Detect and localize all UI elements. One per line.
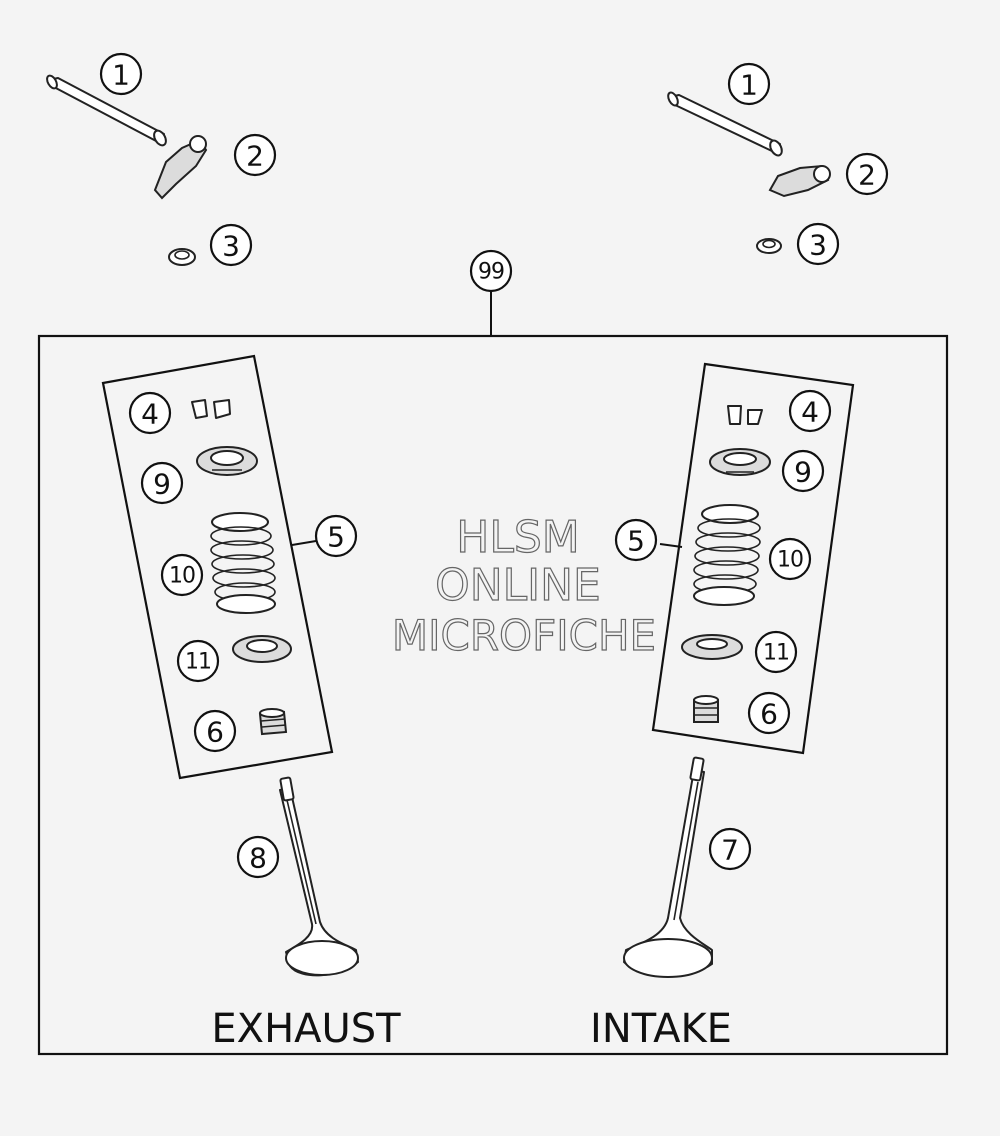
intake-kit-leader — [659, 543, 683, 548]
callout-left-1: 1 — [99, 52, 143, 96]
spring-seat-right-icon — [681, 634, 743, 660]
stem-seal-left-icon — [258, 708, 288, 736]
callout-right-3: 3 — [796, 222, 840, 266]
exhaust-kit-frame — [101, 354, 334, 780]
svg-text:10: 10 — [777, 548, 803, 573]
watermark-line-3: MICROFICHE — [392, 611, 656, 660]
exhaust-valve-icon — [279, 776, 359, 977]
svg-text:7: 7 — [721, 834, 739, 867]
valve-cap-left-icon — [168, 248, 196, 266]
callout-right-11: 11 — [754, 630, 798, 674]
svg-text:11: 11 — [185, 650, 211, 675]
svg-text:2: 2 — [858, 159, 876, 192]
svg-text:1: 1 — [112, 59, 130, 92]
svg-text:1: 1 — [740, 69, 758, 102]
valve-spring-left-icon — [210, 512, 276, 614]
callout-left-9: 9 — [140, 461, 184, 505]
callout-left-10: 10 — [160, 553, 204, 597]
stem-seal-right-icon — [693, 695, 719, 723]
watermark-line-1: HLSM — [456, 512, 580, 563]
callout-right-4: 4 — [788, 389, 832, 433]
rocker-shaft-left-icon — [46, 74, 167, 147]
callout-right-6: 6 — [747, 691, 791, 735]
callout-left-4: 4 — [128, 391, 172, 435]
svg-text:11: 11 — [763, 641, 789, 666]
svg-text:99: 99 — [478, 260, 504, 285]
exhaust-kit-leader — [291, 540, 317, 546]
callout-right-2: 2 — [845, 152, 889, 196]
svg-text:9: 9 — [153, 468, 171, 501]
svg-text:6: 6 — [206, 716, 224, 749]
callout-right-1: 1 — [727, 62, 771, 106]
svg-text:6: 6 — [760, 698, 778, 731]
valve-cap-right-icon — [756, 238, 782, 254]
svg-text:2: 2 — [246, 140, 264, 173]
rocker-arm-right-icon — [768, 164, 831, 198]
callout-right-5: 5 — [614, 518, 658, 562]
callout-left-3: 3 — [209, 223, 253, 267]
rocker-arm-left-icon — [153, 135, 208, 200]
callout-left-5: 5 — [314, 514, 358, 558]
svg-text:5: 5 — [327, 521, 345, 554]
callout-right-9: 9 — [781, 449, 825, 493]
svg-text:3: 3 — [809, 229, 827, 262]
spring-retainer-left-icon — [196, 446, 258, 476]
callout-left-2: 2 — [233, 133, 277, 177]
intake-valve-icon — [623, 756, 713, 978]
svg-text:3: 3 — [222, 230, 240, 263]
callout-left-8: 8 — [236, 835, 280, 879]
valve-keepers-left-icon — [191, 399, 231, 419]
rocker-shaft-right-icon — [667, 91, 783, 157]
callout-right-10: 10 — [768, 537, 812, 581]
svg-text:5: 5 — [627, 525, 645, 558]
intake-kit-frame — [651, 362, 855, 755]
callout-left-6: 6 — [193, 709, 237, 753]
watermark: HLSM ONLINE MICROFICHE — [391, 511, 656, 660]
valve-spring-right-icon — [693, 504, 761, 606]
assembly-frame — [37, 334, 949, 1056]
intake-label: INTAKE — [590, 1006, 732, 1052]
callout-left-11: 11 — [176, 639, 220, 683]
exhaust-label: EXHAUST — [211, 1006, 401, 1052]
spring-seat-left-icon — [232, 635, 292, 663]
svg-text:4: 4 — [141, 398, 159, 431]
spring-retainer-right-icon — [709, 448, 771, 476]
callout-99: 99 — [469, 249, 513, 293]
svg-text:4: 4 — [801, 396, 819, 429]
watermark-line-2: ONLINE — [435, 560, 601, 611]
svg-text:8: 8 — [249, 842, 267, 875]
valve-keepers-right-icon — [727, 405, 763, 425]
callout-right-7: 7 — [708, 827, 752, 871]
svg-text:10: 10 — [169, 564, 195, 589]
svg-text:9: 9 — [794, 456, 812, 489]
